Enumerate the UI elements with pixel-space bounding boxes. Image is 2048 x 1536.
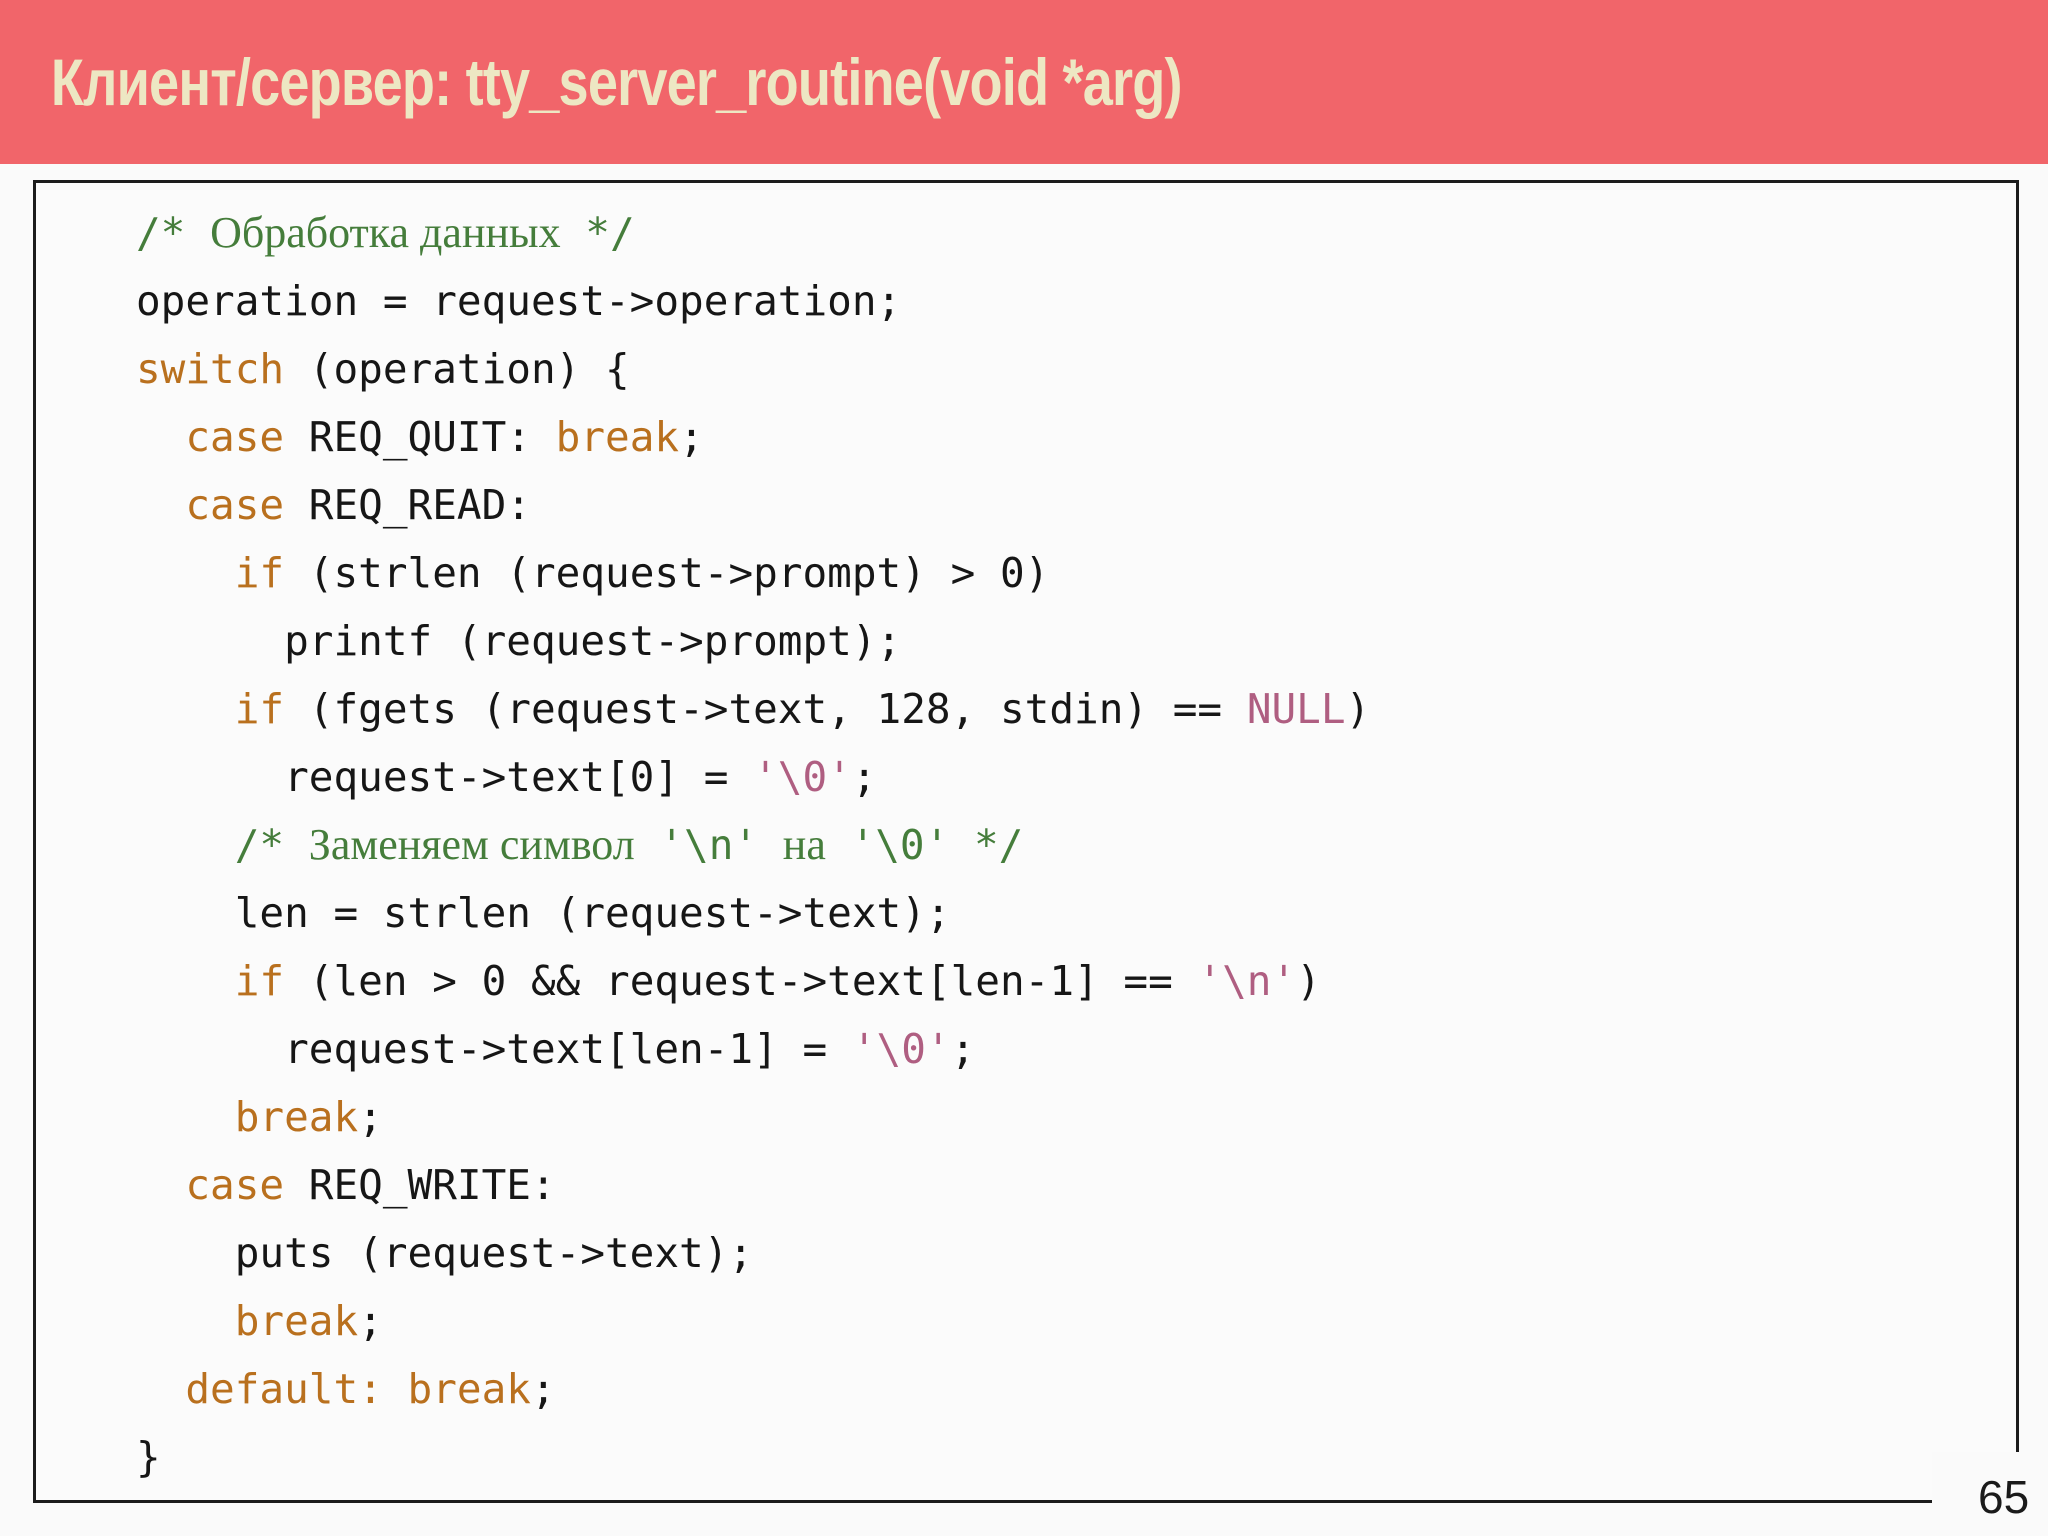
page-number-patch: 65 [1932,1452,2048,1536]
code-line: break; [234,1297,383,1345]
code-line: default: break; [185,1365,556,1413]
code-block: /* Обработка данных */ operation = reques… [36,183,2016,1491]
code-line: switch (operation) { [136,345,630,393]
code-panel: /* Обработка данных */ operation = reques… [33,180,2019,1503]
code-line: case REQ_QUIT: break; [185,413,704,461]
code-line: printf (request->prompt); [136,617,902,665]
code-line: len = strlen (request->text); [136,889,951,937]
code-line: /* Обработка данных */ [136,208,635,257]
page-number: 65 [1978,1471,2030,1523]
code-line: break; [234,1093,383,1141]
code-line: puts (request->text); [136,1229,754,1277]
code-line: if (strlen (request->prompt) > 0) [234,549,1050,597]
code-line: request->text[len-1] = '\0'; [136,1025,976,1073]
code-line: request->text[0] = '\0'; [136,753,877,801]
code-line: if (len > 0 && request->text[len-1] == '… [234,957,1321,1005]
code-line: } [136,1433,161,1481]
code-line: operation = request->operation; [136,277,902,325]
code-line: case REQ_WRITE: [185,1161,556,1209]
code-line: if (fgets (request->text, 128, stdin) ==… [234,685,1371,733]
slide-header: Клиент/сервер: tty_server_routine(void *… [0,0,2048,164]
slide-title: Клиент/сервер: tty_server_routine(void *… [50,45,1183,119]
code-line: case REQ_READ: [185,481,531,529]
code-line: /* Заменяем символ '\n' на '\0' */ [136,820,1024,869]
